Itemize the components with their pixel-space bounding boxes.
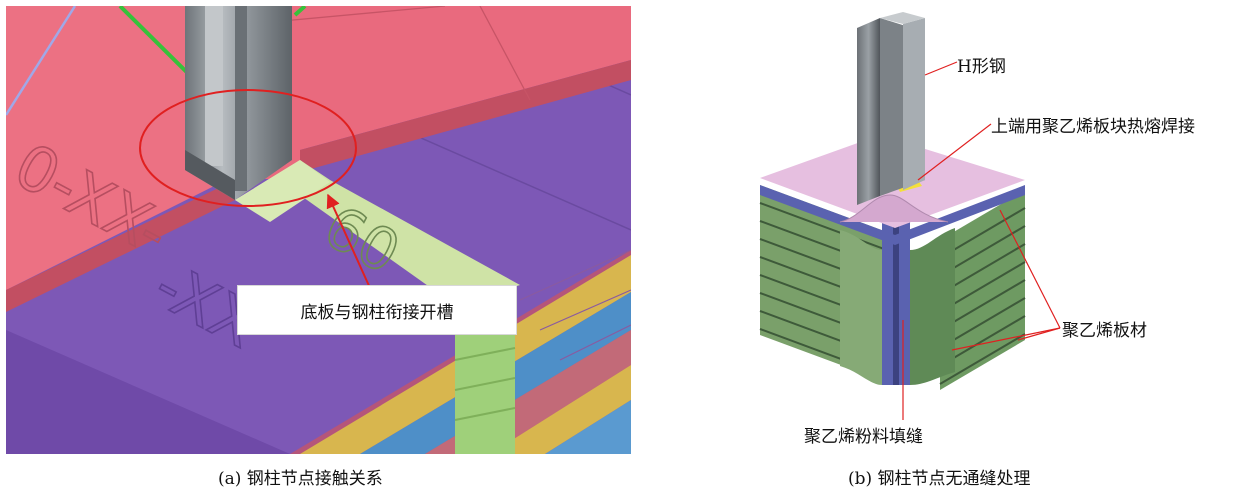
blue-line <box>6 6 77 116</box>
pe-groove-right <box>910 228 955 385</box>
steel-web-shadow <box>235 6 247 191</box>
pe-powder-seam-center <box>893 200 899 385</box>
pink-slab-left <box>6 6 230 290</box>
callout-arrow <box>326 193 371 289</box>
h-steel-flange-left <box>857 18 880 205</box>
label-pe-board: 聚乙烯板材 <box>1062 321 1147 341</box>
purple-slab-shade <box>6 330 290 454</box>
highlight-ellipse <box>139 89 357 207</box>
pe-groove-left <box>840 230 882 385</box>
steel-flange-light <box>205 6 223 166</box>
label-pe-powder: 聚乙烯粉料填缝 <box>804 427 923 447</box>
leader-lines <box>902 61 1061 420</box>
label-h-steel: H形钢 <box>957 57 1006 77</box>
panel-a-render: 0-XX- -XX 60 <box>6 6 631 454</box>
pe-blue-band-right <box>895 185 1025 245</box>
steel-column-base <box>185 150 235 200</box>
callout-label: 底板与钢柱衔接开槽 <box>300 302 454 323</box>
h-steel-top <box>880 12 925 24</box>
pink-slab-edge-left <box>6 180 235 312</box>
pink-slab-edge <box>300 60 631 172</box>
label-top-weld: 上端用聚乙烯板块热熔焊接 <box>991 117 1195 137</box>
callout-box: 底板与钢柱衔接开槽 <box>237 285 517 335</box>
panel-b-render <box>759 12 1061 420</box>
caption-b: (b) 钢柱节点无通缝处理 <box>848 469 1031 489</box>
pe-top-dip <box>839 194 949 223</box>
h-steel-flange-right <box>903 18 925 190</box>
caption-a: (a) 钢柱节点接触关系 <box>218 469 383 489</box>
pe-blue-band-left <box>760 185 895 245</box>
green-brace-right <box>293 6 307 17</box>
